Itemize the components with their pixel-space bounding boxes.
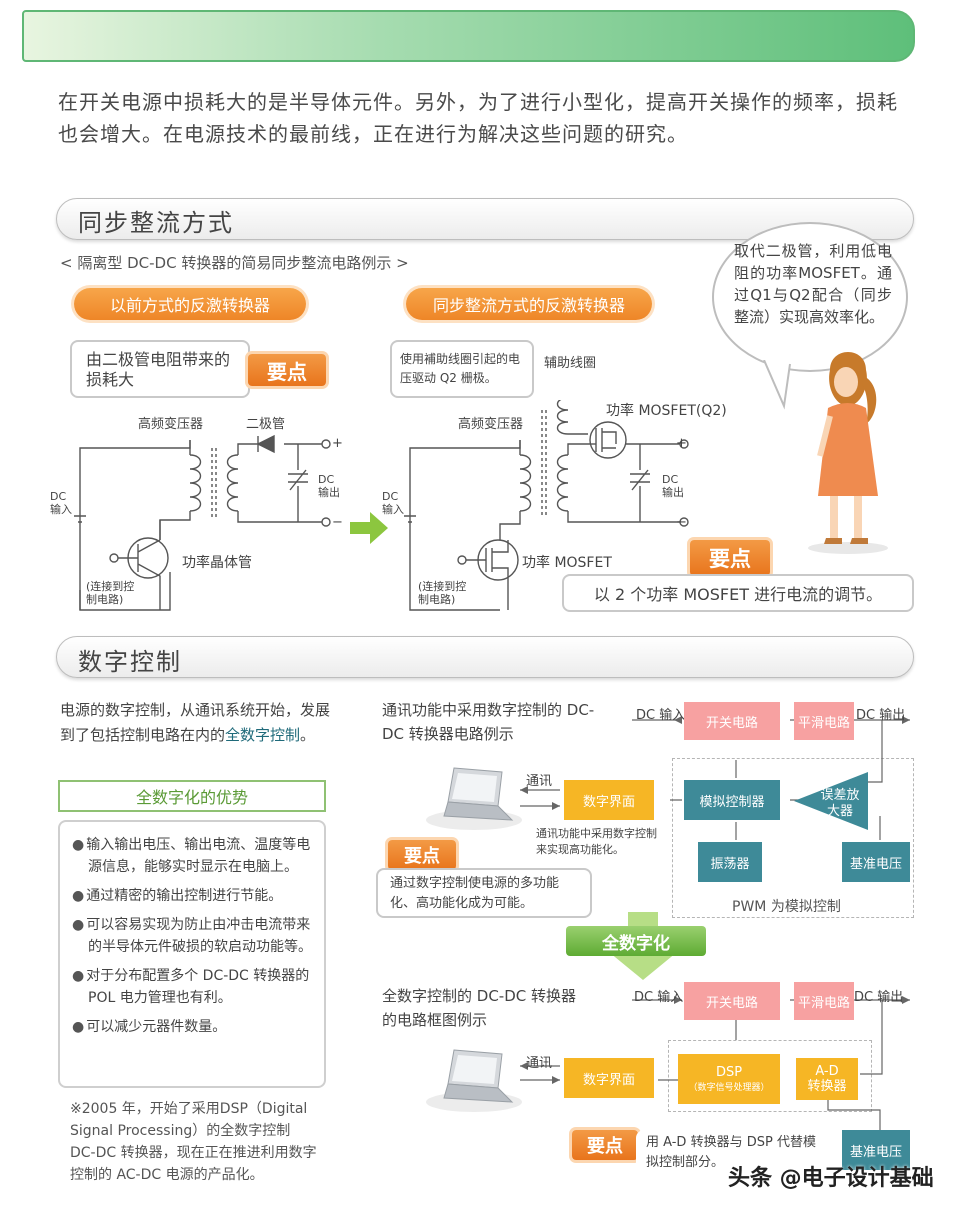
label-connect-ctrl-right: (连接到控 制电路): [418, 580, 467, 606]
laptop-icon: [426, 767, 522, 830]
d2-smoothing-circuit: 平滑电路: [794, 982, 854, 1020]
d1-dc-in: DC 输入: [636, 708, 686, 723]
digital-lead-highlight: 全数字控制: [225, 726, 301, 744]
d1-keypoint: 要点: [388, 840, 456, 870]
label-power-transistor: 功率晶体管: [182, 555, 252, 571]
d1-error-amp-shape: [794, 772, 868, 830]
keypoint-badge-2: 要点: [690, 540, 770, 576]
advantage-item: 通过精密的输出控制进行节能。: [72, 885, 316, 907]
girl-illustration: [808, 352, 888, 554]
section-title-sync: 同步整流方式: [78, 209, 234, 237]
mosfet-q2-symbol: [589, 421, 627, 459]
label-diode: 二极管: [246, 417, 286, 432]
left-input-wire: [74, 510, 171, 611]
d2-comm-label: 通讯: [526, 1056, 553, 1071]
d1-analog-controller: 模拟控制器: [684, 780, 780, 820]
left-secondary-coil: [226, 454, 239, 512]
advantage-item: 可以容易实现为防止由冲击电流带来的半导体元件破损的软启动功能等。: [72, 914, 316, 958]
section-title-digital: 数字控制: [78, 648, 182, 676]
label-plus-right: +: [676, 436, 687, 451]
label-hf-transformer-right: 高频变压器: [458, 417, 524, 432]
d2-dsp-sub: （数字信号处理器）: [688, 1083, 770, 1093]
d2-adc: A-D 转换器: [796, 1058, 858, 1100]
label-dc-output-right: DC 输出: [662, 473, 684, 499]
callout-diode-loss: 由二极管电阻带来的损耗大: [70, 340, 250, 398]
d1-digital-interface: 数字界面: [564, 780, 654, 820]
watermark: 头条 @电子设计基础: [728, 1166, 934, 1191]
callout-aux-coil: 使用補助线圈引起的电压驱动 Q2 栅极。: [390, 340, 534, 398]
label-aux-coil: 辅助线圈: [544, 356, 597, 371]
pill-old-flyback: 以前方式的反激转换器: [74, 288, 306, 320]
label-dc-input-right: DC 输入: [382, 490, 404, 516]
right-primary-coil: [519, 454, 532, 512]
label-hf-transformer-left: 高频变压器: [138, 417, 204, 432]
d2-switch-circuit: 开关电路: [684, 982, 780, 1020]
d2-ref-voltage: 基准电压: [842, 1130, 910, 1170]
label-plus-left: +: [332, 436, 343, 451]
dsp-note: ※2005 年，开始了采用DSP（Digital Signal Processi…: [70, 1101, 317, 1183]
section-subtitle: < 隔离型 DC-DC 转换器的简易同步整流电路例示 >: [60, 254, 409, 272]
pill-sync-flyback: 同步整流方式的反激转换器: [406, 288, 652, 320]
label-dc-input-left: DC 输入: [50, 490, 72, 516]
diagram1-title: 通讯功能中采用数字控制的 DC-DC 转换器电路例示: [382, 701, 595, 743]
d2-dsp-box: DSP （数字信号处理器）: [678, 1054, 780, 1104]
diagram2-title: 全数字控制的 DC-DC 转换器的电路框图例示: [382, 987, 576, 1029]
speech-bubble: 取代二极管，利用低电阻的功率MOSFET。通过Q1与Q2配合（同步整流）实现高效…: [712, 222, 908, 372]
d1-switch-circuit: 开关电路: [684, 702, 780, 740]
arrow-right: [350, 512, 388, 544]
laptop-icon: [426, 1049, 522, 1112]
keypoint-badge: 要点: [248, 354, 326, 386]
digital-lead-end: 。: [300, 726, 316, 744]
d2-dc-out: DC 输出: [854, 990, 904, 1005]
pwm-frame: [672, 758, 914, 918]
intro-paragraph: 在开关电源中损耗大的是半导体元件。另外，为了进行小型化，提高开关操作的频率，损耗…: [58, 90, 898, 146]
d2-keypoint: 要点: [572, 1130, 638, 1160]
diode-symbol: [256, 434, 275, 454]
d1-ref-voltage: 基准电压: [842, 842, 910, 882]
label-power-mosfet: 功率 MOSFET: [522, 555, 612, 571]
advantage-item: 可以减少元器件数量。: [72, 1016, 316, 1038]
d1-comm-label: 通讯: [526, 774, 553, 789]
callout-two-mosfet: 以 2 个功率 MOSFET 进行电流的调节。: [562, 574, 914, 612]
label-minus-right: −: [676, 515, 687, 530]
section-header-digital: [56, 636, 914, 678]
flyback-circuits: [74, 400, 689, 611]
label-connect-ctrl-left: (连接到控 制电路): [86, 580, 135, 606]
section-header-sync: [56, 198, 914, 240]
d2-dc-in: DC 输入: [634, 990, 684, 1005]
advantage-item: 输入输出电压、输出电流、温度等电源信息，能够实时显示在电脑上。: [72, 834, 316, 878]
d1-oscillator: 振荡器: [698, 842, 762, 882]
d1-callout: 通过数字控制使电源的多功能化、高功能化成为可能。: [376, 868, 592, 918]
d2-dsp: DSP: [715, 1065, 743, 1080]
d2-digital-interface: 数字界面: [564, 1058, 654, 1098]
label-power-mosfet-q2: 功率 MOSFET(Q2): [606, 403, 727, 419]
advantage-list: 输入输出电压、输出电流、温度等电源信息，能够实时显示在电脑上。 通过精密的输出控…: [58, 820, 326, 1088]
aux-coil: [556, 400, 569, 435]
digital-lead-text: 电源的数字控制，从通讯系统开始，发展到了包括控制电路在内的: [60, 701, 331, 744]
d1-error-amp: 误差放大器: [820, 788, 860, 819]
header-banner: [22, 10, 915, 62]
right-secondary-coil: [556, 454, 569, 512]
d1-smoothing-circuit: 平滑电路: [794, 702, 854, 740]
digital-lead: 电源的数字控制，从通讯系统开始，发展到了包括控制电路在内的全数字控制。: [60, 698, 332, 748]
d1-comm-note: 通讯功能中采用数字控制来实现高功能化。: [536, 827, 657, 856]
bubble-tail: [763, 360, 791, 410]
d1-pwm-note: PWM 为模拟控制: [732, 899, 841, 915]
d1-dc-out: DC 输出: [856, 708, 906, 723]
label-minus-left: −: [332, 515, 343, 530]
label-dc-output-left: DC 输出: [318, 473, 340, 499]
full-digital-label: 全数字化: [566, 926, 706, 956]
left-primary-coil: [189, 454, 202, 512]
dsp-frame: [668, 1040, 872, 1112]
advantage-title: 全数字化的优势: [58, 780, 326, 812]
d2-callout: 用 A-D 转换器与 DSP 代替模拟控制部分。: [636, 1130, 832, 1178]
advantage-item: 对于分布配置多个 DC-DC 转换器的 POL 电力管理也有利。: [72, 965, 316, 1009]
